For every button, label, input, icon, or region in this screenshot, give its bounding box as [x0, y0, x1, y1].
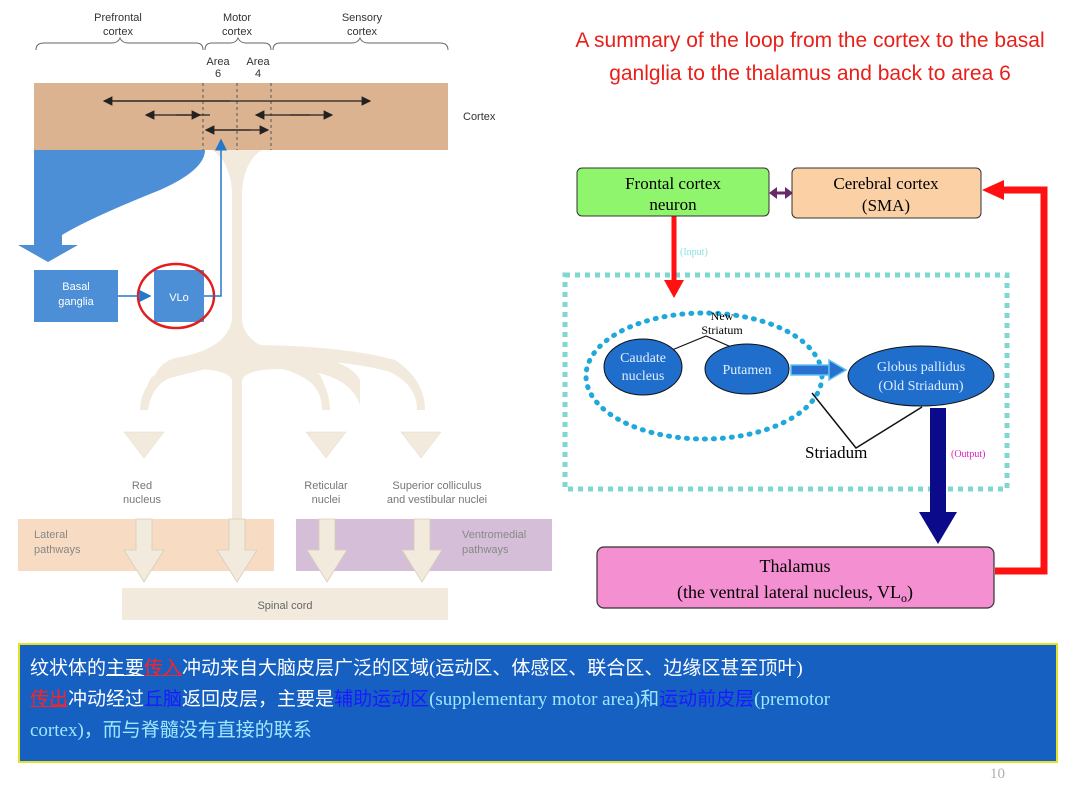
red-nucleus-label: Red	[132, 480, 152, 492]
basal-ganglia-label: Basal	[62, 281, 90, 293]
slide-title: A summary of the loop from the cortex to…	[575, 29, 1045, 85]
vlo-box	[154, 270, 204, 322]
basal-ganglia-loop-diagram: (Input) Frontal cortex neuron Cerebral c…	[562, 167, 1048, 609]
branch-arrowheads	[123, 431, 442, 459]
caudate-label: Caudate	[620, 351, 666, 366]
superior-label: Superior colliculus	[392, 480, 482, 492]
putamen-to-globus-arrow	[790, 364, 830, 376]
ventromedial-label-2: pathways	[462, 544, 509, 556]
reticular-label: Reticular	[304, 480, 348, 492]
lateral-label-2: pathways	[34, 544, 81, 556]
thalamus-sublabel: (the ventral lateral nucleus, VLo)	[677, 582, 913, 605]
caption-line-2: 传出冲动经过丘脑返回皮层，主要是辅助运动区(supplementary moto…	[30, 689, 831, 710]
red-nucleus-label-2: nucleus	[123, 494, 161, 506]
new-striatum-label-2: Striatum	[701, 323, 743, 337]
cortex-band	[34, 83, 448, 150]
basal-ganglia-label-2: ganglia	[58, 296, 94, 308]
new-striatum-label: New	[711, 309, 734, 323]
output-arrowhead	[919, 512, 957, 544]
frontal-cortex-label: Frontal cortex	[625, 174, 721, 193]
superior-label-2: and vestibular nuclei	[387, 494, 487, 506]
chinese-caption-box: 纹状体的主要传入冲动来自大脑皮层广泛的区域(运动区、体感区、联合区、边缘区甚至顶…	[18, 643, 1058, 763]
tract-branches	[140, 345, 425, 410]
area4-label: Area	[246, 56, 270, 68]
input-arrowhead	[664, 280, 684, 298]
pathway-arrows	[123, 518, 443, 583]
cerebral-cortex-label-2: (SMA)	[862, 196, 910, 215]
basal-ganglia-dotted-box	[562, 272, 1010, 492]
reticular-label-2: nuclei	[312, 494, 341, 506]
area4-label-2: 4	[255, 68, 261, 80]
loop-arrowhead	[982, 180, 1004, 200]
motor-label-2: cortex	[222, 26, 252, 38]
ventromedial-label: Ventromedial	[462, 529, 526, 541]
thalamus-to-cortex-loop-arrow	[995, 186, 1048, 575]
putamen-label: Putamen	[723, 363, 772, 378]
caption-line-3: cortex)，而与脊髓没有直接的联系	[30, 720, 312, 741]
thalamus-label: Thalamus	[760, 556, 831, 576]
output-arrow	[930, 408, 946, 516]
frontal-cortex-label-2: neuron	[649, 195, 697, 214]
sensory-label: Sensory	[342, 12, 383, 24]
frontal-cortex-box	[576, 167, 770, 217]
cerebral-cortex-box	[791, 167, 982, 219]
vlo-to-area6-arrow	[204, 138, 227, 297]
striadum-connector	[811, 392, 923, 449]
cortex-label: Cortex	[463, 111, 496, 123]
caudate-nucleus-oval	[603, 338, 683, 396]
caudate-label-2: nucleus	[622, 369, 665, 384]
basal-ganglia-box	[34, 270, 118, 322]
page-number: 10	[990, 766, 1005, 782]
thalamus-box	[596, 546, 995, 609]
globus-label-2: (Old Striadum)	[878, 379, 963, 394]
spinal-cord-label: Spinal cord	[257, 600, 312, 612]
region-braces	[35, 36, 449, 51]
putamen-oval	[704, 343, 790, 395]
globus-pallidus-oval	[847, 345, 995, 407]
prefrontal-label: Prefrontal	[94, 12, 142, 24]
output-label: (Output)	[951, 449, 985, 460]
motor-pathway-diagram: Prefrontal cortex Motor cortex Sensory c…	[18, 12, 552, 620]
new-striatum-connector	[671, 335, 739, 351]
spinal-cord	[122, 588, 448, 620]
globus-label: Globus pallidus	[877, 360, 965, 375]
input-label: (Input)	[680, 247, 708, 258]
corticocortical-arrows	[102, 96, 372, 135]
area6-label-2: 6	[215, 68, 221, 80]
cerebral-cortex-label: Cerebral cortex	[833, 174, 939, 193]
corticostriatal-projection	[18, 150, 205, 262]
vlo-label: VLo	[169, 292, 189, 304]
prefrontal-label-2: cortex	[103, 26, 133, 38]
area6-label: Area	[206, 56, 230, 68]
lateral-label: Lateral	[34, 529, 68, 541]
striadum-label: Striadum	[805, 443, 867, 462]
caption-line-1: 纹状体的主要传入冲动来自大脑皮层广泛的区域(运动区、体感区、联合区、边缘区甚至顶…	[30, 658, 803, 679]
motor-label: Motor	[223, 12, 251, 24]
sensory-label-2: cortex	[347, 26, 377, 38]
new-striatum-ellipse	[583, 310, 825, 442]
